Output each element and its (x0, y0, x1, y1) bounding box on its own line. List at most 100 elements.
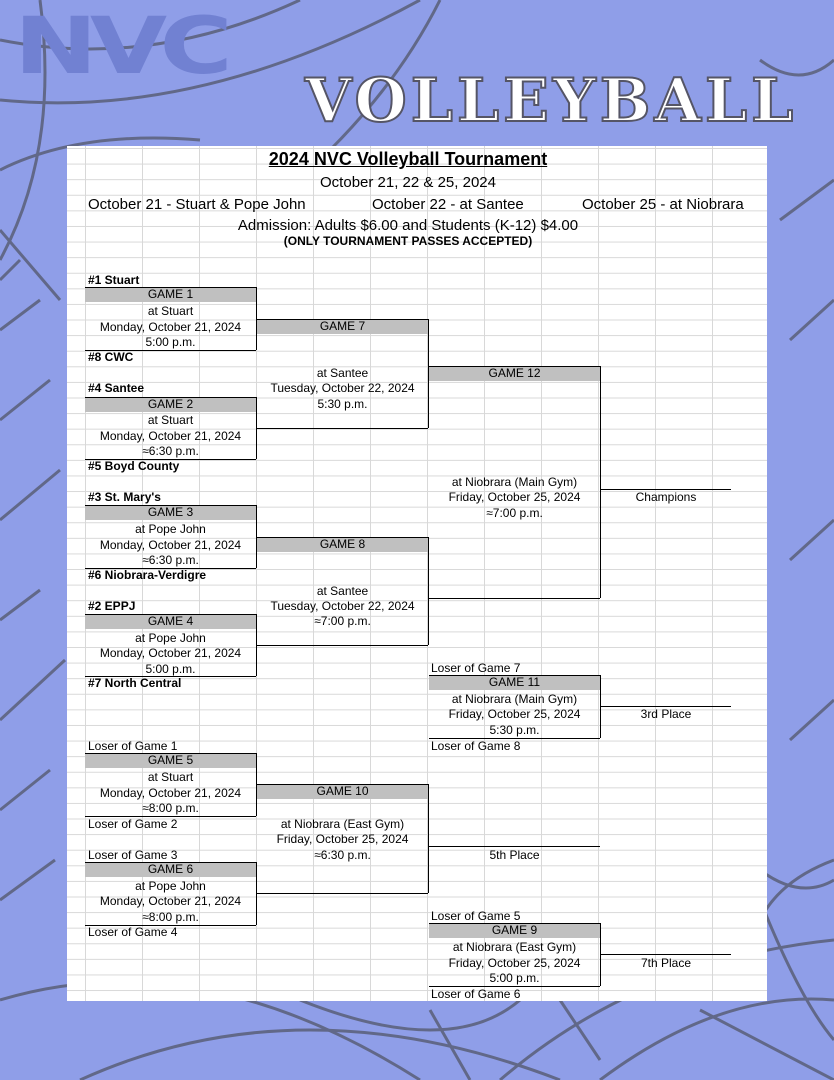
slot-loser-game-5: Loser of Game 5 (431, 909, 521, 923)
game-2-header: GAME 2 (85, 397, 256, 412)
bracket-line (85, 753, 256, 754)
team-seed-8: #8 CWC (88, 350, 134, 364)
bracket-line (85, 925, 256, 926)
slot-loser-game-8: Loser of Game 8 (431, 739, 521, 753)
game-2-time: ≈6:30 p.m. (142, 444, 199, 458)
team-seed-3: #3 St. Mary's (88, 490, 161, 504)
game-4-site: at Pope John (135, 631, 206, 645)
game-1-site: at Stuart (147, 304, 194, 318)
game-7-header: GAME 7 (257, 319, 428, 334)
venue-day-1: October 21 - Stuart & Pope John (88, 196, 306, 213)
bracket-line (600, 366, 601, 598)
game-3-date: Monday, October 21, 2024 (99, 538, 242, 552)
bracket-line (429, 846, 600, 847)
game-5-date: Monday, October 21, 2024 (99, 786, 242, 800)
slot-loser-game-2: Loser of Game 2 (88, 817, 178, 831)
game-7-date: Tuesday, October 22, 2024 (270, 381, 415, 395)
team-seed-1: #1 Stuart (88, 273, 140, 287)
bracket-line (429, 366, 600, 367)
game-9-site: at Niobrara (East Gym) (452, 940, 577, 954)
place-champions: Champions (635, 490, 697, 504)
admission-info: Admission: Adults $6.00 and Students (K-… (237, 217, 579, 234)
bracket-line (428, 537, 429, 645)
slot-loser-game-6: Loser of Game 6 (431, 987, 521, 1001)
team-seed-2: #2 EPPJ (88, 599, 136, 613)
bracket-line (257, 784, 428, 785)
game-7-site: at Santee (316, 366, 369, 380)
team-seed-6: #6 Niobrara-Verdigre (88, 568, 207, 582)
game-4-date: Monday, October 21, 2024 (99, 646, 242, 660)
game-12-date: Friday, October 25, 2024 (448, 490, 581, 504)
game-11-date: Friday, October 25, 2024 (448, 707, 581, 721)
bracket-line (256, 862, 257, 925)
game-2-date: Monday, October 21, 2024 (99, 429, 242, 443)
bracket-line (601, 489, 731, 490)
game-12-header: GAME 12 (429, 366, 600, 381)
game-11-header: GAME 11 (429, 675, 600, 690)
game-10-site: at Niobrara (East Gym) (280, 817, 405, 831)
game-6-header: GAME 6 (85, 862, 256, 877)
game-5-site: at Stuart (147, 770, 194, 784)
game-8-date: Tuesday, October 22, 2024 (270, 599, 415, 613)
place-seventh: 7th Place (640, 956, 692, 970)
game-11-site: at Niobrara (Main Gym) (451, 692, 578, 706)
bracket-line (85, 676, 256, 677)
bracket-line (429, 986, 600, 987)
bracket-line (429, 923, 600, 924)
game-12-site: at Niobrara (Main Gym) (451, 475, 578, 489)
bracket-line (601, 954, 731, 955)
game-5-header: GAME 5 (85, 753, 256, 768)
team-seed-5: #5 Boyd County (88, 459, 180, 473)
bracket-line (256, 397, 257, 459)
tournament-title: 2024 NVC Volleyball Tournament (268, 149, 548, 169)
bracket-line (257, 428, 428, 429)
nvc-logo: NVC (14, 2, 233, 92)
slot-loser-game-3: Loser of Game 3 (88, 848, 178, 862)
game-1-date: Monday, October 21, 2024 (99, 320, 242, 334)
game-6-time: ≈8:00 p.m. (142, 910, 199, 924)
passes-note: (ONLY TOURNAMENT PASSES ACCEPTED) (283, 234, 533, 248)
tournament-dates: October 21, 22 & 25, 2024 (320, 174, 496, 191)
slot-loser-game-7: Loser of Game 7 (431, 661, 521, 675)
place-third: 3rd Place (640, 707, 692, 721)
bracket-line (256, 505, 257, 568)
bracket-line (257, 319, 428, 320)
bracket-line (85, 568, 256, 569)
bracket-line (256, 753, 257, 816)
game-8-time: ≈7:00 p.m. (314, 614, 371, 628)
bracket-line (429, 598, 600, 599)
bracket-line (257, 893, 428, 894)
bracket-line (85, 816, 256, 817)
game-1-time: 5:00 p.m. (145, 335, 196, 349)
bracket-line (85, 459, 256, 460)
bracket-line (256, 614, 257, 676)
bracket-line (85, 614, 256, 615)
game-3-header: GAME 3 (85, 505, 256, 520)
bracket-line (428, 784, 429, 893)
game-9-date: Friday, October 25, 2024 (448, 956, 581, 970)
game-10-date: Friday, October 25, 2024 (276, 832, 409, 846)
game-9-time: 5:00 p.m. (489, 971, 540, 985)
slot-loser-game-1: Loser of Game 1 (88, 739, 178, 753)
bracket-line (428, 319, 429, 428)
team-seed-4: #4 Santee (88, 381, 145, 395)
venue-day-2: October 22 - at Santee (372, 196, 524, 213)
game-12-time: ≈7:00 p.m. (486, 506, 543, 520)
game-9-header: GAME 9 (429, 923, 600, 938)
game-2-site: at Stuart (147, 413, 194, 427)
game-4-time: 5:00 p.m. (145, 662, 196, 676)
tournament-bracket-sheet: 2024 NVC Volleyball Tournament October 2… (67, 146, 767, 1001)
bracket-line (85, 287, 256, 288)
slot-loser-game-4: Loser of Game 4 (88, 925, 178, 939)
game-3-time: ≈6:30 p.m. (142, 553, 199, 567)
game-11-time: 5:30 p.m. (489, 723, 540, 737)
team-seed-7: #7 North Central (88, 676, 182, 690)
place-fifth: 5th Place (489, 848, 540, 862)
game-10-header: GAME 10 (257, 784, 428, 799)
game-7-time: 5:30 p.m. (317, 397, 368, 411)
bracket-line (85, 397, 256, 398)
game-6-date: Monday, October 21, 2024 (99, 894, 242, 908)
bracket-line (256, 287, 257, 350)
volleyball-banner: VOLLEYBALL (304, 65, 798, 137)
game-1-header: GAME 1 (85, 287, 256, 302)
